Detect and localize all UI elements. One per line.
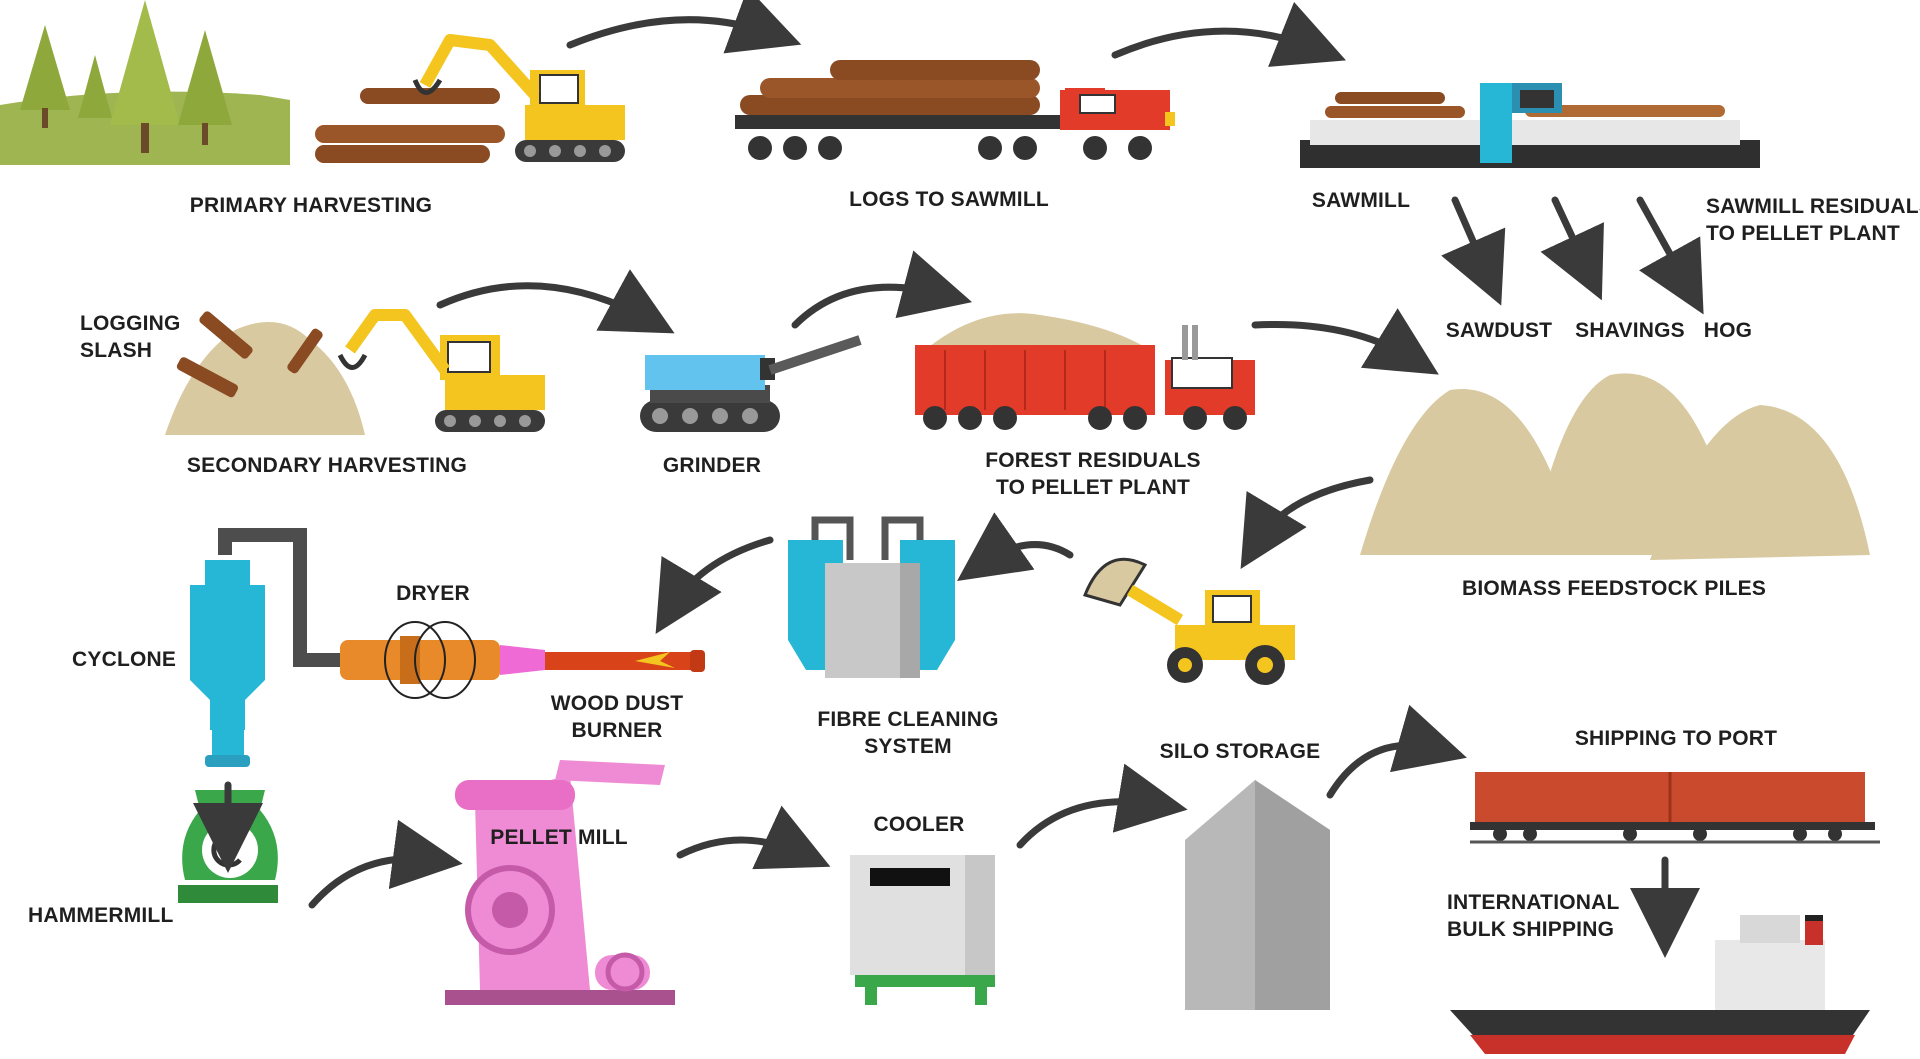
slash-pile-icon [165,311,365,435]
sawmill-icon [1300,83,1760,168]
label-logs-to-sawmill: LOGS TO SAWMILL [849,188,1049,211]
label-hammermill: HAMMERMILL [28,904,174,927]
arrow-fibre-to-dryer [655,536,774,635]
arrow-piles-to-loader [1240,476,1374,570]
arrow-silo-to-train [1326,704,1467,799]
pellet-mill-icon [445,760,675,1005]
label-international-line1: INTERNATIONAL [1447,891,1620,914]
label-primary-harvesting: PRIMARY HARVESTING [189,194,433,217]
arrow-secondary-to-grinder [436,269,675,334]
cyclone-icon [190,528,355,767]
arrow-harvest-to-trucking [566,0,802,54]
cooler-icon [850,855,995,1005]
excavator-secondary-icon [337,309,545,432]
label-wood-dust-burner-line2: BURNER [571,719,663,742]
label-cooler: COOLER [873,813,965,836]
label-pellet-mill: PELLET MILL [490,826,628,849]
label-sawmill: SAWMILL [1311,189,1411,212]
arrow-trucking-to-sawmill [1111,1,1347,67]
label-cyclone: CYCLONE [72,648,177,671]
excavator-icon [412,34,625,162]
rail-car-icon [1470,772,1880,844]
burner-icon [545,650,705,672]
dryer-icon [340,621,545,699]
log-truck-icon [735,60,1175,160]
grinder-icon [640,335,862,432]
label-biomass-feedstock-piles: BIOMASS FEEDSTOCK PILES [1461,577,1767,600]
label-forest-residuals-line1: FOREST RESIDUALS [985,449,1201,472]
arrow-sawmill-to-hog [1636,196,1704,315]
label-sawmill-residuals-line2: TO PELLET PLANT [1706,222,1900,245]
arrow-sawmill-to-shavings [1540,196,1604,301]
arrow-cooler-to-silo [1016,763,1188,849]
arrow-truck-to-piles [1251,308,1439,375]
label-sawdust: SAWDUST [1445,319,1553,342]
label-hog: HOG [1703,319,1753,342]
arrow-sawmill-to-sawdust [1441,196,1506,306]
label-shipping-to-port: SHIPPING TO PORT [1574,727,1778,750]
label-forest-residuals-line2: TO PELLET PLANT [996,476,1190,499]
label-sawmill-residuals-line1: SAWMILL RESIDUALS [1706,195,1920,218]
label-logging-slash-line2: SLASH [80,339,153,362]
loader-icon [1082,557,1295,685]
arrow-pelletmill-to-cooler [676,805,831,870]
forest-icon [0,0,290,165]
arrow-loader-to-fibre [957,512,1074,582]
label-shavings: SHAVINGS [1575,319,1685,342]
label-logging-slash-line1: LOGGING [80,312,181,335]
label-fibre-cleaning-line2: SYSTEM [864,735,952,758]
fibre-cleaning-icon [788,516,955,678]
arrow-hammermill-to-pelletmill [308,819,463,909]
label-grinder: GRINDER [662,454,762,477]
label-international-line2: BULK SHIPPING [1447,918,1615,941]
chip-truck-icon [915,313,1255,430]
ship-icon [1450,915,1870,1054]
arrow-grinder-to-truck [791,250,973,329]
flow-arrows [193,0,1704,958]
label-fibre-cleaning-line1: FIBRE CLEANING [817,708,999,731]
label-secondary-harvesting: SECONDARY HARVESTING [186,454,468,477]
label-dryer: DRYER [396,582,470,605]
silo-icon [1185,780,1330,1010]
biomass-piles-icon [1360,373,1870,560]
log-pile-icon [315,88,505,163]
label-wood-dust-burner-line1: WOOD DUST [550,692,684,715]
label-silo-storage: SILO STORAGE [1159,740,1321,763]
